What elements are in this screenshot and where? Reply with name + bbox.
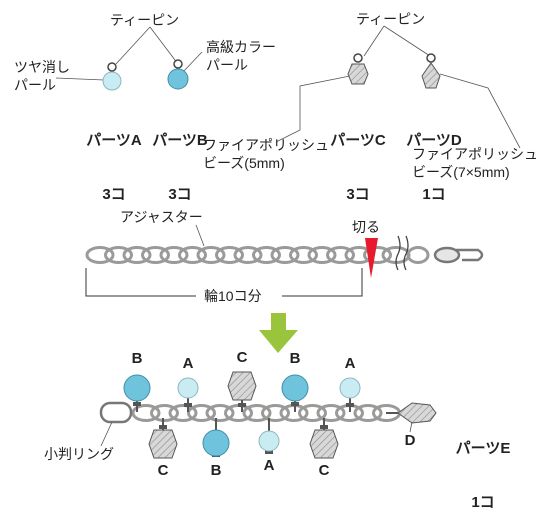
adjuster-chain-link — [252, 246, 281, 264]
part-d-label: パーツD 1コ — [404, 96, 464, 222]
adjuster-chain-link — [141, 246, 170, 264]
bead-top-c1 — [227, 371, 257, 412]
hook-clasp-icon — [433, 246, 484, 264]
part-a-label: パーツA 3コ — [84, 96, 144, 222]
bead-bottom-c2 — [309, 418, 339, 459]
part-d-count: 1コ — [422, 186, 446, 203]
bead-top-a1 — [177, 377, 199, 412]
finished-chain-link — [187, 404, 216, 422]
adjuster-chain-tail-link — [406, 246, 430, 264]
bead-top-a2 — [339, 377, 361, 412]
adjuster-chain-link — [289, 246, 318, 264]
adjuster-chain-link — [215, 246, 244, 264]
matte-pearl-label: ツヤ消し パール — [14, 59, 70, 93]
letter-top-a1: A — [182, 355, 194, 372]
letter-end-d: D — [404, 432, 416, 449]
part-c-icon — [347, 53, 369, 85]
fire-polish-large-label: ファイアポリッシュ ビーズ(7×5mm) — [412, 146, 538, 180]
adjuster-label: アジャスター — [120, 209, 203, 225]
bead-top-b2 — [281, 374, 309, 412]
part-d-name: パーツD — [406, 132, 462, 149]
finished-chain — [131, 404, 401, 422]
letter-bottom-b1: B — [210, 462, 222, 479]
down-arrow-icon — [259, 313, 298, 353]
cut-marker-icon — [365, 238, 378, 278]
adjuster-chain-link — [233, 246, 263, 264]
adjuster-chain-link — [104, 246, 133, 264]
part-c-label: パーツC 3コ — [328, 96, 388, 222]
bead-bottom-b1 — [202, 418, 230, 457]
part-b-count: 3コ — [168, 186, 192, 203]
bead-top-b1 — [123, 374, 151, 412]
length-bracket — [85, 268, 363, 297]
finished-chain-link — [168, 404, 198, 422]
part-b-name: パーツB — [152, 132, 208, 149]
part-e-label: パーツE 1コ — [448, 404, 518, 530]
cut-label: 切る — [352, 219, 380, 235]
part-a-icon — [102, 62, 122, 91]
adjuster-chain-link — [196, 246, 226, 264]
adjuster-chain-link — [270, 246, 300, 264]
finished-chain-link — [131, 404, 161, 422]
finished-chain-link — [205, 404, 235, 422]
part-c-name: パーツC — [330, 132, 386, 149]
adjuster-chain-link — [122, 246, 152, 264]
adjuster-leader — [195, 224, 205, 247]
adjuster-chain-link — [307, 246, 337, 264]
finished-chain-link — [150, 404, 179, 422]
finished-chain-link — [316, 404, 346, 422]
letter-top-b2: B — [289, 350, 301, 367]
chain-break-icon — [395, 235, 409, 271]
high-pearl-label: 高級カラー パール — [206, 39, 276, 73]
part-e-name: パーツE — [455, 440, 511, 457]
part-c-count: 3コ — [346, 186, 370, 203]
bead-d-leader — [409, 421, 413, 433]
finished-chain-link — [242, 404, 272, 422]
bead-bottom-c1 — [148, 418, 178, 459]
leader-lines — [55, 25, 521, 149]
adjuster-chain-link — [178, 246, 207, 264]
part-b-icon — [167, 59, 189, 90]
finished-chain-link — [353, 404, 383, 422]
length-label: 輪10コ分 — [204, 288, 262, 304]
part-b-label: パーツB 3コ — [150, 96, 210, 222]
adjuster-chain-link — [85, 246, 115, 264]
jump-ring-label: 小判リング — [44, 446, 114, 462]
diagram-canvas — [55, 25, 521, 459]
letter-top-c1: C — [236, 349, 248, 366]
adjuster-chain — [85, 246, 430, 264]
jump-ring-icon — [99, 401, 133, 424]
tpin-right-label: ティーピン — [356, 11, 426, 27]
part-a-count: 3コ — [102, 186, 126, 203]
finished-chain-link — [298, 404, 327, 422]
adjuster-chain-link — [326, 246, 355, 264]
tpin-left-label: ティーピン — [110, 12, 180, 28]
letter-bottom-a1: A — [263, 457, 275, 474]
bead-bottom-a1 — [258, 418, 280, 454]
letter-bottom-c2: C — [318, 462, 330, 479]
letter-top-b1: B — [131, 350, 143, 367]
letter-bottom-c1: C — [157, 462, 169, 479]
adjuster-chain-link — [363, 246, 392, 264]
fire-polish-small-label: ファイアポリッシュ ビーズ(5mm) — [203, 137, 329, 171]
part-d-icon — [421, 53, 441, 89]
adjuster-chain-link — [159, 246, 189, 264]
part-e-count: 1コ — [471, 494, 495, 511]
part-a-name: パーツA — [86, 132, 142, 149]
jump-ring-leader — [100, 421, 113, 447]
finished-chain-link — [261, 404, 290, 422]
letter-top-a2: A — [344, 355, 356, 372]
